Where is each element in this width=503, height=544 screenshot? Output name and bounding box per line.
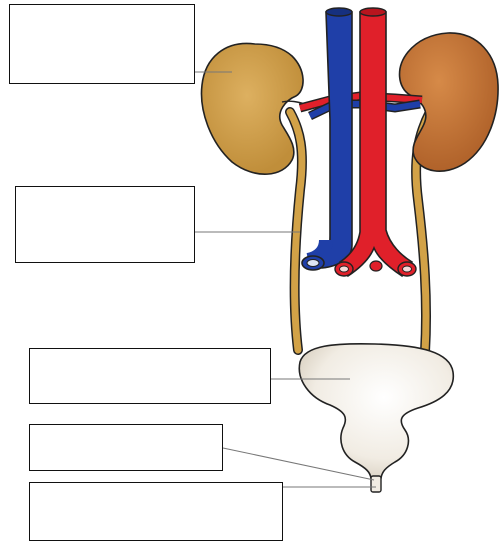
urethra xyxy=(371,476,381,492)
label-box-ureter[interactable] xyxy=(15,186,195,263)
label-box-sphincter[interactable] xyxy=(29,424,223,471)
label-box-bladder[interactable] xyxy=(29,348,271,404)
label-box-urethra[interactable] xyxy=(29,482,283,541)
label-box-kidney[interactable] xyxy=(9,4,195,84)
bladder xyxy=(299,344,453,478)
inferior-vena-cava xyxy=(302,8,352,270)
